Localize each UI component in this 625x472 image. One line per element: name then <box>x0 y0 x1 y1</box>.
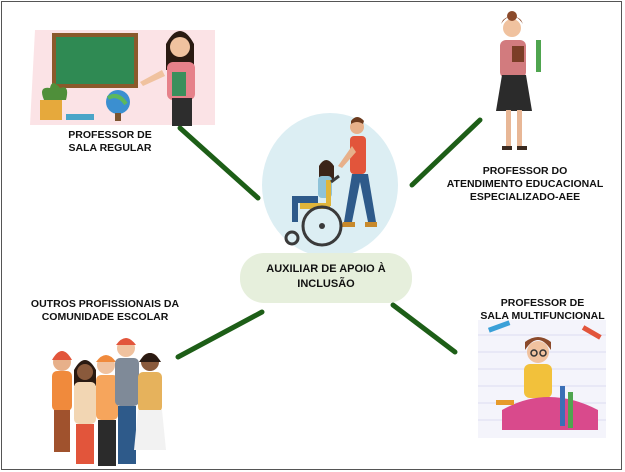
node-label-line: PROFESSOR DO <box>482 165 568 177</box>
node-label-school-community: OUTROS PROFISSIONAIS DA COMUNIDADE ESCOL… <box>10 298 200 324</box>
connectors <box>175 117 483 360</box>
node-label-regular-teacher: PROFESSOR DE SALA REGULAR <box>55 129 165 155</box>
node-label-line: SALA REGULAR <box>68 142 152 154</box>
center-node-label: AUXILIAR DE APOIO À INCLUSÃO <box>240 262 412 292</box>
node-label-line: PROFESSOR DE <box>68 129 152 141</box>
connector-top-right <box>409 117 483 188</box>
node-label-multifunctional-teacher: PROFESSOR DE SALA MULTIFUNCIONAL <box>470 297 615 323</box>
multifunctional-teacher-illustration <box>478 320 606 438</box>
node-label-line: OUTROS PROFISSIONAIS DA <box>30 298 180 310</box>
node-label-line: COMUNIDADE ESCOLAR <box>41 311 169 323</box>
connector-bottom-left <box>175 309 265 360</box>
regular-teacher-illustration <box>30 30 215 126</box>
node-label-line: PROFESSOR DE <box>500 297 585 309</box>
center-label-line: INCLUSÃO <box>297 278 355 290</box>
connector-bottom-right <box>390 302 458 355</box>
center-label-line: AUXILIAR DE APOIO À <box>266 263 386 275</box>
school-community-illustration <box>52 338 166 466</box>
node-label-line: SALA MULTIFUNCIONAL <box>480 310 605 322</box>
node-label-aee-teacher: PROFESSOR DO ATENDIMENTO EDUCACIONAL ESP… <box>440 165 610 204</box>
node-label-line: ATENDIMENTO EDUCACIONAL <box>446 178 604 190</box>
aee-teacher-illustration <box>496 11 541 150</box>
center-node: AUXILIAR DE APOIO À INCLUSÃO <box>240 253 412 303</box>
wheelchair-illustration <box>262 113 398 257</box>
node-label-line: ESPECIALIZADO-AEE <box>469 191 581 203</box>
connector-top-left <box>177 125 261 201</box>
